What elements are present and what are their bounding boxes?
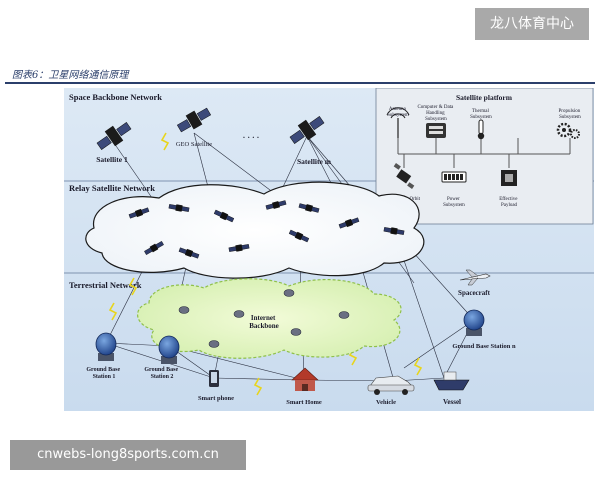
internet-backbone-label: Internet Backbone bbox=[249, 314, 279, 330]
gears-icon bbox=[556, 122, 580, 139]
ground-station-1-icon bbox=[95, 332, 117, 361]
geo-satellite-icon bbox=[176, 107, 212, 133]
watermark-bottom: cnwebs-long8sports.com.cn bbox=[10, 440, 246, 470]
platform-title: Satellite platform bbox=[456, 93, 513, 102]
antenna-subsystem-label: Antenna Subsystem bbox=[387, 107, 409, 118]
computer-subsystem-label: Computer & Data Handling Subsystem bbox=[417, 105, 454, 122]
propulsion-subsystem-label: Propulsion Subsystem bbox=[559, 109, 582, 120]
thermometer-icon bbox=[477, 119, 485, 140]
smartphone-icon bbox=[209, 370, 219, 387]
vehicle-label: Vehicle bbox=[376, 399, 396, 406]
ground-station-n-icon bbox=[463, 309, 485, 336]
vessel-icon bbox=[433, 371, 470, 391]
watermark-top: 龙八体育中心 bbox=[475, 8, 589, 40]
relay-satellite-icons bbox=[128, 200, 405, 259]
ground-station-2-icon bbox=[158, 335, 180, 364]
relay-network-cloud bbox=[85, 181, 425, 279]
satellite-orbit-icon bbox=[393, 163, 415, 189]
satellite-1-label: Satellite 1 bbox=[96, 155, 128, 164]
computer-icon bbox=[426, 123, 446, 138]
payload-label: Effective Payload bbox=[499, 197, 518, 208]
layer-title-space: Space Backbone Network bbox=[69, 92, 162, 102]
power-subsystem-label: Power Subsystem bbox=[443, 197, 465, 208]
satellite-m-label: Satellite m bbox=[297, 157, 332, 166]
thermal-subsystem-label: Thermal Subsystem bbox=[470, 109, 492, 120]
caption-rule bbox=[5, 82, 595, 84]
satellite-ellipsis: · · · · bbox=[243, 133, 260, 142]
satellite-1-icon bbox=[96, 122, 132, 150]
smartphone-label: Smart phone bbox=[198, 395, 234, 402]
spacecraft-icon bbox=[459, 269, 491, 286]
antenna-icon bbox=[386, 107, 410, 138]
geo-satellite-label: GEO Satellite bbox=[176, 141, 212, 148]
ground-station-1-label: Ground Base Station 1 bbox=[86, 367, 121, 380]
layer-title-relay: Relay Satellite Network bbox=[69, 183, 155, 193]
spacecraft-label: Spacecraft bbox=[458, 289, 491, 297]
smart-home-icon bbox=[291, 367, 319, 391]
battery-icon bbox=[441, 171, 467, 183]
ground-station-2-label: Ground Base Station 2 bbox=[144, 367, 179, 380]
chip-icon bbox=[501, 170, 517, 186]
satellite-m-icon bbox=[289, 116, 325, 144]
ground-station-n-label: Ground Base Station n bbox=[452, 343, 516, 350]
router-icons bbox=[178, 289, 350, 348]
layer-title-terrestrial: Terrestrial Network bbox=[69, 280, 142, 290]
figure-caption: 图表6：卫星网络通信原理 bbox=[12, 70, 129, 81]
satellite-network-diagram: Space Backbone Network Relay Satellite N… bbox=[64, 88, 594, 411]
vessel-label: Vessel bbox=[443, 398, 461, 406]
vehicle-icon bbox=[367, 375, 415, 395]
smart-home-label: Smart Home bbox=[286, 399, 322, 406]
